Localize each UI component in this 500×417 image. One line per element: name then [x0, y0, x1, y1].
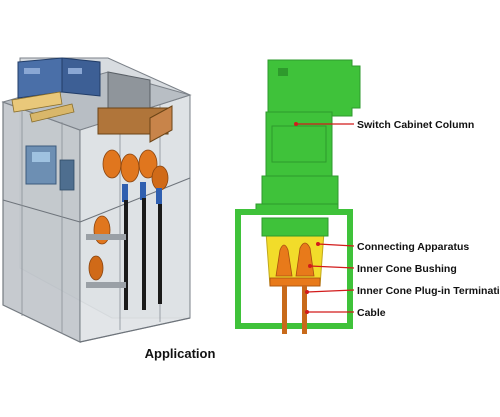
- label-inner-cone-bushing: Inner Cone Bushing: [357, 263, 457, 275]
- label-switch-cabinet-column: Switch Cabinet Column: [357, 119, 474, 131]
- label-plug-in-termination: Inner Cone Plug-in Termination: [357, 285, 500, 297]
- label-connecting-apparatus: Connecting Apparatus: [357, 241, 469, 253]
- label-cable: Cable: [357, 307, 386, 319]
- switchgear-cabinet-illustration: [1, 57, 192, 343]
- figure-caption: Application: [144, 346, 216, 361]
- section-diagram: Switch Cabinet Column Connecting Apparat…: [235, 59, 500, 334]
